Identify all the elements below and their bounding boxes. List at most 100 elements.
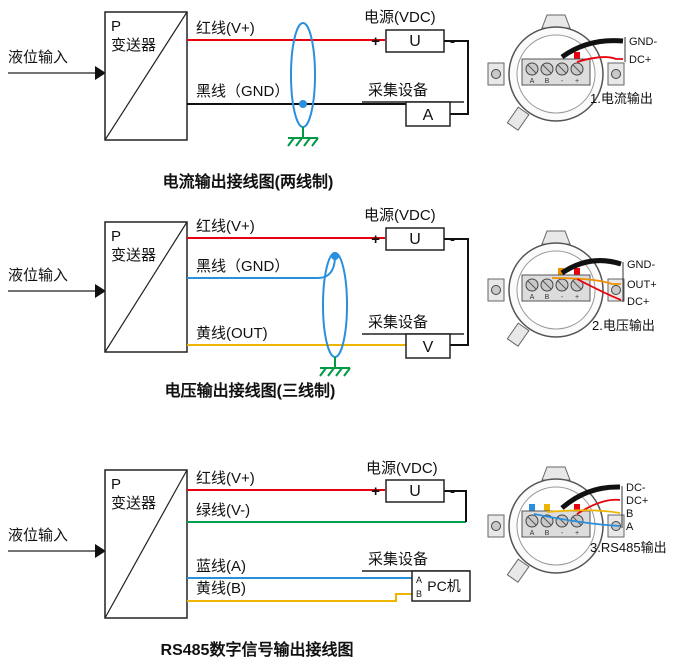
- terminal-label: A: [530, 530, 535, 537]
- power-plus: +: [371, 33, 380, 50]
- lead-label-a: A: [626, 521, 634, 533]
- lead-label-dcminus: DC-: [626, 482, 646, 494]
- collector-label: 采集设备: [368, 551, 428, 568]
- shield-junction-dot: [299, 100, 307, 108]
- wire-stub-blue: [529, 504, 535, 512]
- terminal-screws: [525, 62, 584, 76]
- lead-label-dc: DC+: [629, 54, 651, 66]
- input-label: 液位输入: [8, 527, 68, 544]
- terminal-label: -: [561, 294, 564, 301]
- screw-icon: [491, 285, 501, 295]
- transmitter-label-name: 变送器: [111, 247, 156, 264]
- wire-black-label: 黑线（GND）: [196, 83, 289, 100]
- collector-box: [405, 333, 451, 359]
- wire-stub-red: [574, 52, 580, 60]
- device-top-cap: [541, 14, 571, 29]
- terminal-label: -: [561, 78, 564, 85]
- device-current-output: A B - + GND- DC+ 1.电流输出: [487, 14, 657, 131]
- terminal-label: A: [530, 78, 535, 85]
- section-caption: 电压输出接线图(三线制): [165, 381, 336, 400]
- terminal-label: +: [575, 78, 579, 85]
- device-rs485-output: A B - + DC- DC+ B A 3.RS485输出: [487, 466, 667, 583]
- section-caption: RS485数字信号输出接线图: [161, 640, 354, 659]
- section-voltage-output: 液位输入 P 变送器 红线(V+) 黑线（GND） 黄线(OUT) 电源(VDC…: [8, 207, 657, 400]
- wire-red-label: 红线(V+): [196, 20, 255, 37]
- power-unit: U: [409, 231, 421, 248]
- screw-icon: [491, 521, 501, 531]
- input-label: 液位输入: [8, 49, 68, 66]
- wire-yellow-label: 黄线(B): [196, 580, 246, 597]
- transmitter-label-name: 变送器: [111, 495, 156, 512]
- device-gland: [506, 106, 530, 131]
- power-plus: +: [371, 483, 380, 500]
- device-cable-black: [560, 258, 622, 276]
- transmitter-label-p: P: [111, 18, 121, 35]
- power-unit: U: [409, 33, 421, 50]
- lead-label-b: B: [626, 508, 633, 520]
- input-arrow-head: [95, 66, 106, 80]
- collector-box: [411, 570, 471, 602]
- screw-icon: [611, 69, 621, 79]
- wire-red-label: 红线(V+): [196, 470, 255, 487]
- power-label: 电源(VDC): [366, 460, 438, 477]
- power-return-wire: [444, 40, 469, 115]
- wire-stub-red: [574, 504, 580, 512]
- collector-box: [405, 101, 451, 127]
- transmitter-diagonal: [104, 11, 188, 141]
- ground-symbol: [319, 357, 351, 377]
- screw-icon: [491, 69, 501, 79]
- collector-label: 采集设备: [368, 82, 428, 99]
- cable-shield-ellipse: [322, 252, 348, 358]
- pc-port-b: B: [416, 589, 422, 599]
- screw-icon: [611, 285, 621, 295]
- lead-label-out: OUT+: [627, 279, 657, 291]
- device-lead-red: [576, 498, 621, 515]
- device-cable-black: [560, 484, 621, 510]
- device-caption: 3.RS485输出: [590, 540, 667, 555]
- device-top-cap: [541, 230, 571, 245]
- transmitter-label-p: P: [111, 228, 121, 245]
- wire-stub-orange: [558, 268, 564, 276]
- input-arrow-head: [95, 284, 106, 298]
- power-return-wire: [444, 238, 469, 346]
- wire-red-label: 红线(V+): [196, 218, 255, 235]
- wire-gnd-label: 黑线（GND）: [196, 258, 289, 275]
- device-lead-orange: [551, 277, 621, 285]
- input-arrow-head: [95, 544, 106, 558]
- collector-unit: A: [423, 107, 434, 124]
- terminal-label: B: [545, 530, 550, 537]
- device-lead-red: [576, 56, 623, 63]
- pc-port-a: A: [416, 575, 422, 585]
- wire-yellow: [187, 593, 412, 602]
- power-label: 电源(VDC): [364, 207, 436, 224]
- lead-label-gnd: GND-: [627, 259, 655, 271]
- device-top-cap: [541, 466, 571, 481]
- wire-stub-yellow: [544, 504, 550, 512]
- cable-shield-ellipse: [290, 22, 316, 128]
- collector-unit: PC机: [427, 578, 460, 594]
- device-gland: [506, 322, 530, 347]
- wire-yellow-label: 黄线(OUT): [196, 325, 268, 342]
- terminal-label: B: [545, 294, 550, 301]
- power-plus: +: [371, 231, 380, 248]
- power-label: 电源(VDC): [364, 9, 436, 26]
- section-rs485-output: 液位输入 P 变送器 红线(V+) 绿线(V-) 蓝线(A) 黄线(B) 电源(…: [8, 460, 667, 659]
- terminal-label: -: [561, 530, 564, 537]
- input-label: 液位输入: [8, 267, 68, 284]
- wire-stub-red: [574, 268, 580, 276]
- device-voltage-output: A B - + GND- OUT+ DC+ 2.电压输出: [487, 230, 657, 347]
- transmitter-diagonal: [104, 221, 188, 353]
- device-cable-black: [560, 38, 624, 60]
- collector-label: 采集设备: [368, 314, 428, 331]
- power-box: [385, 479, 445, 503]
- device-lead-red: [576, 278, 622, 301]
- transmitter-label-p: P: [111, 476, 121, 493]
- wire-blue-label: 蓝线(A): [196, 558, 246, 575]
- lead-label-dcplus: DC+: [626, 495, 648, 507]
- power-return-wire: [444, 490, 467, 522]
- terminal-label: +: [575, 294, 579, 301]
- collector-unit: V: [423, 339, 434, 356]
- terminal-label: B: [545, 78, 550, 85]
